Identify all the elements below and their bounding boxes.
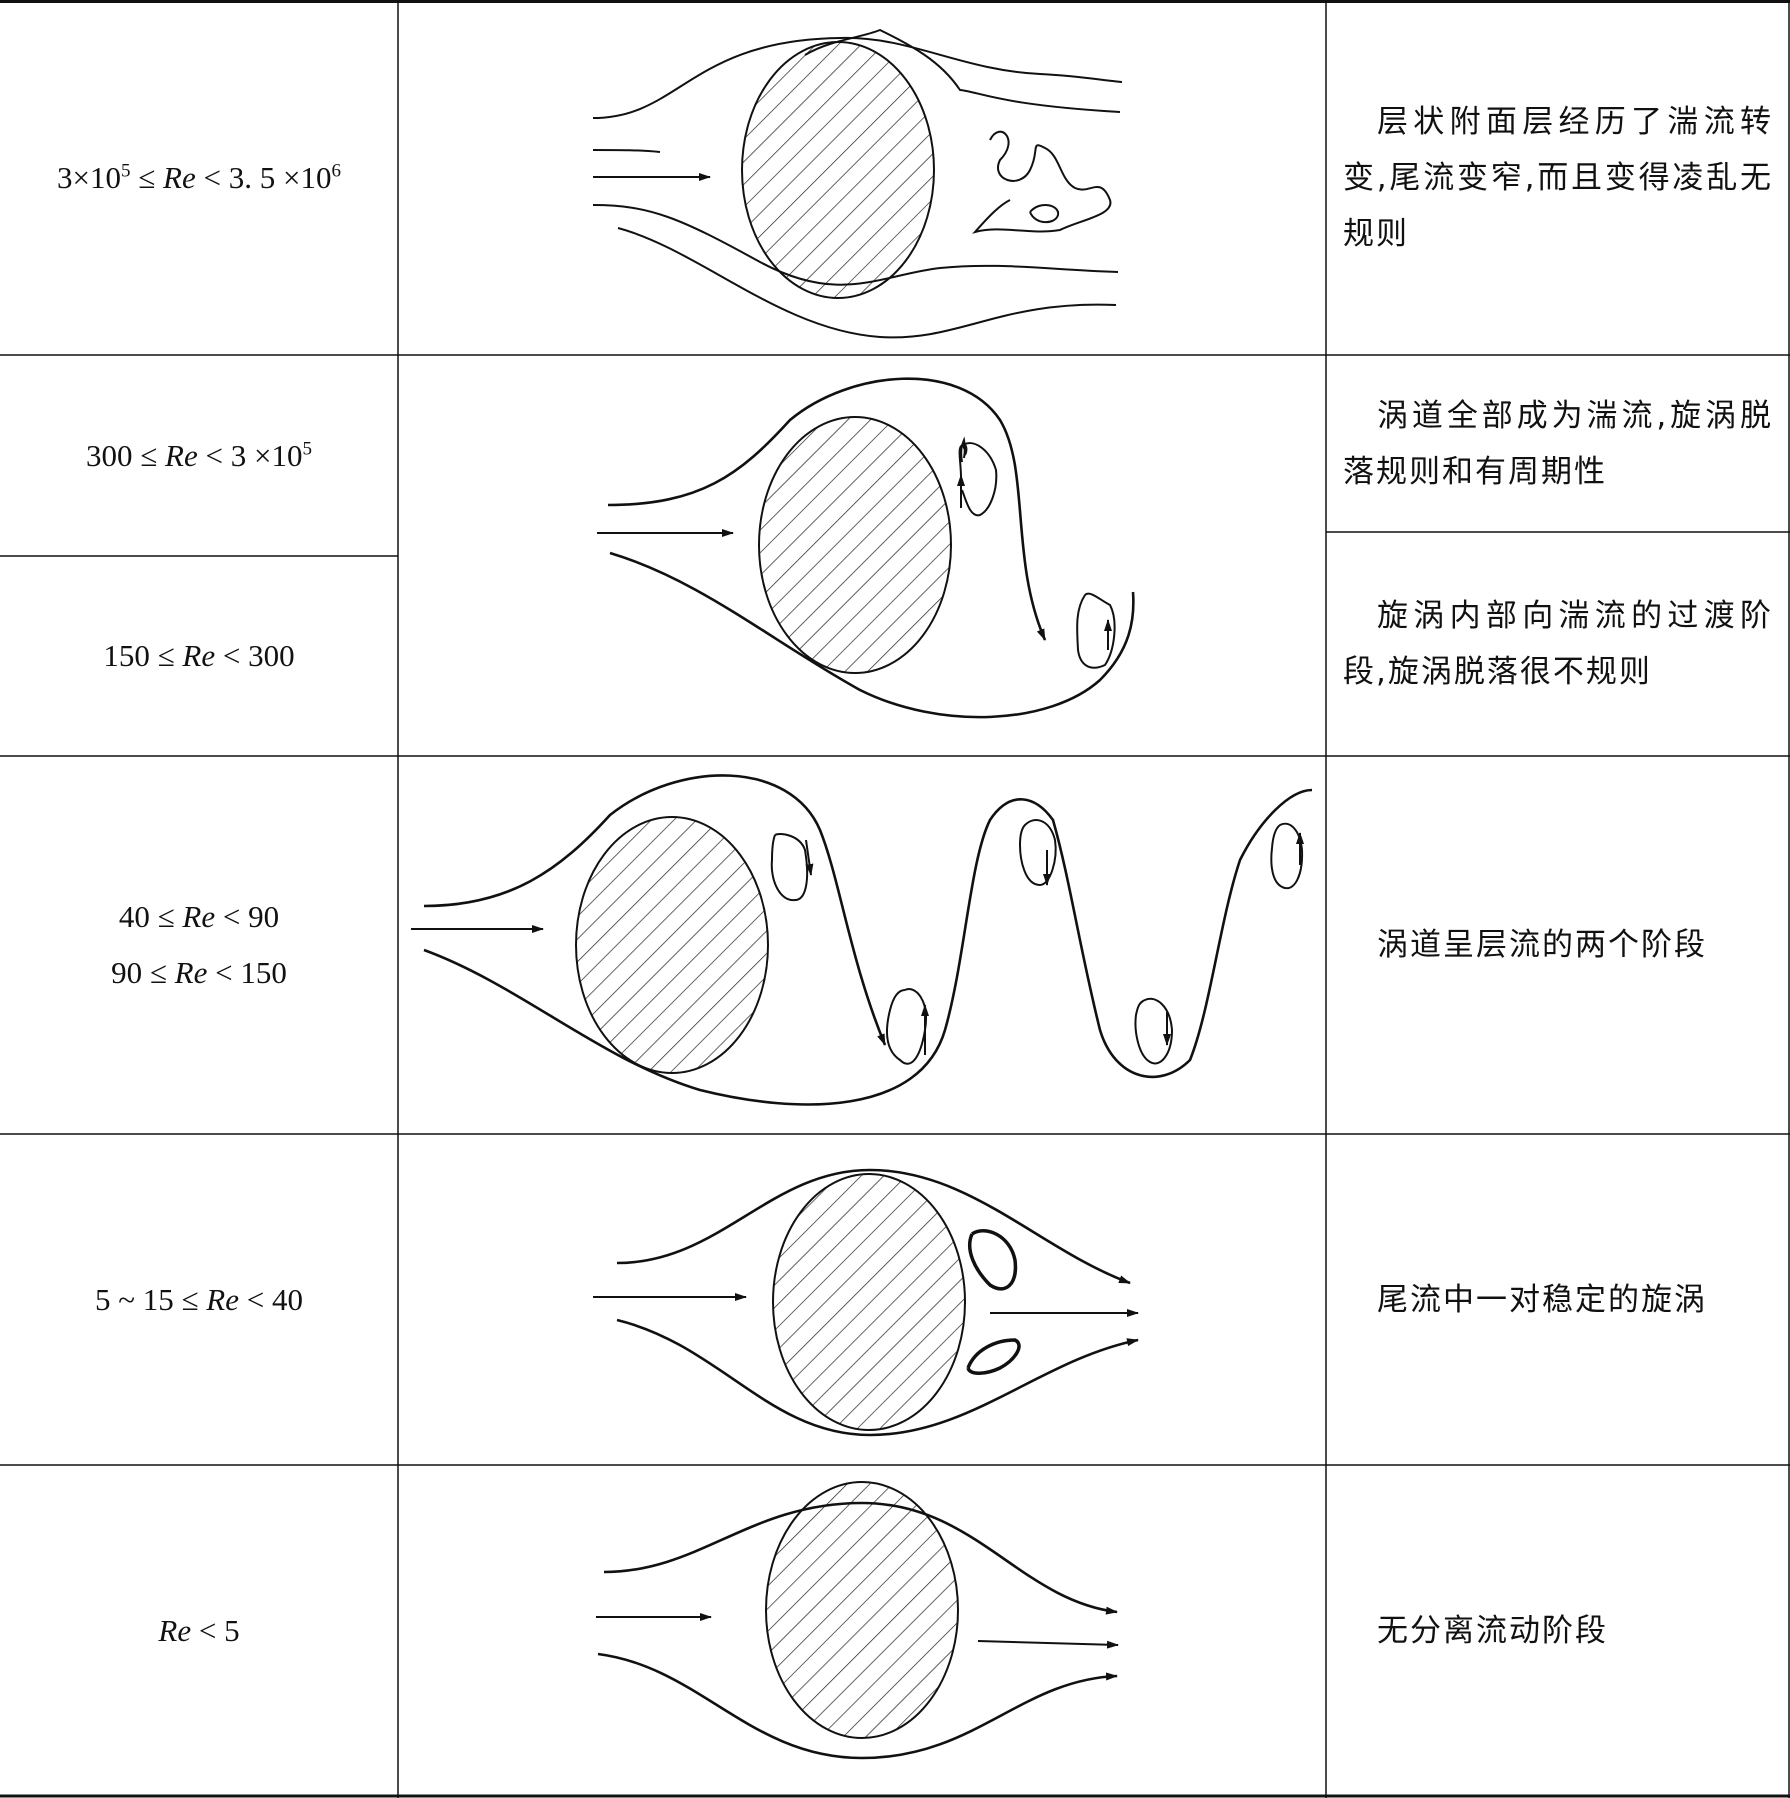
re-range-row-5: 5 ~ 15 ≤ Re < 40 xyxy=(95,1281,303,1317)
description-row-6: 无分离流动阶段 xyxy=(1377,1612,1608,1649)
description-row-1: 层状附面层经历了湍流转变,尾流变窄,而且变得凌乱无规则 xyxy=(1343,103,1773,252)
description-row-3: 旋涡内部向湍流的过渡阶段,旋涡脱落很不规则 xyxy=(1343,598,1773,690)
re-range-row-2: 300 ≤ Re < 3 ×105 xyxy=(86,437,312,473)
re-range-row-4: 40 ≤ Re < 90 90 ≤ Re < 150 xyxy=(111,899,287,990)
diagram-steady-vortex-pair xyxy=(593,1168,1139,1437)
re-range-row-1: 3×105 ≤ Re < 3. 5 ×106 xyxy=(57,159,341,195)
diagram-no-separation xyxy=(596,1481,1119,1760)
description-row-4: 涡道呈层流的两个阶段 xyxy=(1377,927,1707,963)
diagram-turbulent-transition xyxy=(592,28,1123,339)
description-row-2: 涡道全部成为湍流,旋涡脱落规则和有周期性 xyxy=(1343,397,1773,490)
diagram-turbulent-vortex-street xyxy=(597,377,1135,719)
re-range-row-6: Re < 5 xyxy=(158,1612,240,1648)
re-range-row-3: 150 ≤ Re < 300 xyxy=(103,638,295,673)
description-row-5: 尾流中一对稳定的旋涡 xyxy=(1377,1281,1707,1318)
diagram-laminar-vortex-street xyxy=(411,774,1313,1106)
